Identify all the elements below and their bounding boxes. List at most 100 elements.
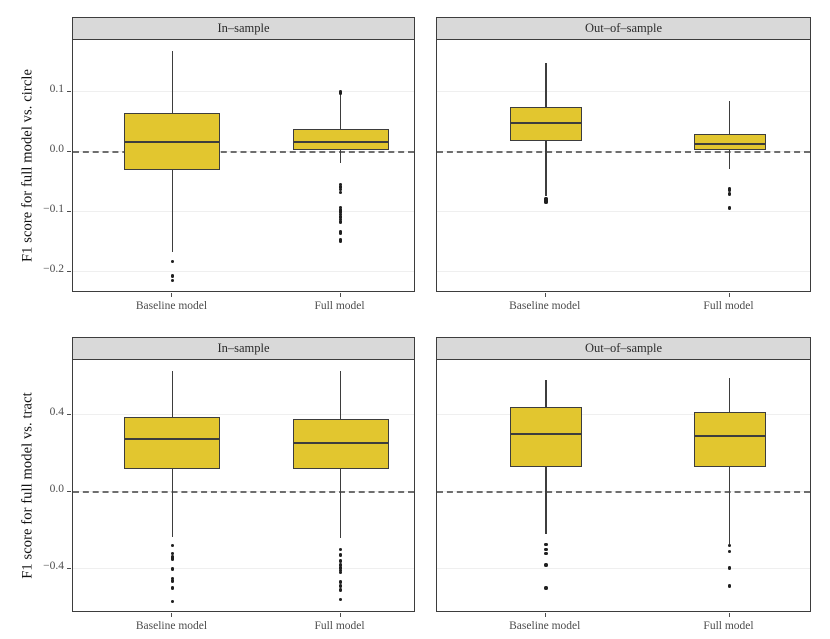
outlier-point	[543, 547, 548, 552]
y-tick-label: 0.0	[49, 482, 64, 495]
outlier-point	[170, 566, 175, 571]
gridline-minor	[73, 271, 414, 272]
outlier-point	[170, 586, 175, 590]
outlier-point	[543, 563, 548, 567]
plot-area	[72, 40, 415, 292]
x-tick-mark	[339, 613, 341, 617]
x-tick-mark	[171, 293, 173, 297]
outlier-point	[338, 553, 343, 558]
box-rect	[509, 106, 582, 142]
facet-strip-label: In–sample	[72, 17, 415, 40]
outlier-point	[338, 210, 343, 214]
plot-area	[436, 40, 811, 292]
median-line	[693, 142, 766, 145]
gridline-minor	[437, 271, 810, 272]
y-tick-mark	[67, 211, 71, 212]
outlier-point	[338, 185, 343, 189]
outlier-point	[727, 188, 732, 193]
x-tick-label: Baseline model	[509, 620, 581, 632]
box-rect	[693, 133, 766, 150]
outlier-point	[338, 568, 343, 573]
gridline-minor	[73, 211, 414, 212]
facet-panel: Out–of–sample	[436, 337, 811, 612]
outlier-point	[338, 212, 343, 217]
x-tick-mark	[544, 293, 546, 297]
x-tick-label: Full model	[703, 620, 754, 632]
outlier-point	[727, 565, 732, 570]
outlier-point	[338, 190, 343, 195]
median-line	[292, 140, 389, 144]
outlier-point	[338, 187, 343, 192]
outlier-point	[543, 197, 548, 201]
facet-panel: In–sample	[72, 17, 415, 292]
x-tick-label: Baseline model	[135, 620, 208, 632]
y-tick-label: 0.0	[49, 143, 64, 155]
outlier-point	[170, 557, 175, 561]
box-rect	[292, 129, 389, 150]
outlier-point	[338, 205, 343, 210]
box-rect	[124, 417, 221, 469]
outlier-point	[338, 220, 343, 224]
outlier-point	[727, 543, 732, 548]
outlier-point	[543, 586, 548, 590]
outlier-point	[338, 570, 343, 575]
outlier-point	[338, 565, 343, 570]
facet-strip-label: Out–of–sample	[436, 17, 811, 40]
outlier-point	[543, 542, 548, 547]
outlier-point	[170, 555, 175, 559]
outlier-point	[338, 231, 343, 235]
facet-panel: In–sample	[72, 337, 415, 612]
gridline-minor	[437, 413, 810, 415]
outlier-point	[170, 599, 175, 604]
outlier-point	[338, 588, 343, 592]
median-line	[509, 432, 582, 436]
outlier-point	[338, 182, 343, 187]
median-line	[292, 441, 389, 445]
y-tick-mark	[67, 151, 71, 152]
facet-panel: Out–of–sample	[436, 17, 811, 292]
x-tick-label: Full model	[314, 620, 365, 632]
y-axis-title-row-0: F1 score for full model vs. circle	[19, 68, 36, 263]
outlier-point	[338, 89, 343, 94]
whisker-line	[339, 91, 342, 163]
outlier-point	[338, 547, 343, 552]
box-rect	[509, 407, 582, 467]
y-tick-mark	[67, 271, 71, 272]
x-tick-label: Baseline model	[509, 300, 581, 312]
outlier-point	[170, 543, 175, 548]
outlier-point	[727, 549, 732, 554]
outlier-point	[170, 259, 175, 264]
y-tick-mark	[67, 91, 71, 92]
x-tick-mark	[171, 613, 173, 617]
y-tick-mark	[67, 413, 71, 415]
outlier-point	[338, 217, 343, 222]
outlier-point	[727, 206, 732, 210]
y-tick-mark	[67, 490, 71, 492]
zero-reference-line	[437, 490, 810, 493]
x-tick-label: Full model	[314, 300, 365, 312]
y-tick-label: −0.1	[43, 203, 64, 215]
facet-strip-label: Out–of–sample	[436, 337, 811, 360]
outlier-point	[170, 274, 175, 278]
median-line	[124, 438, 221, 441]
x-tick-mark	[728, 293, 730, 297]
outlier-point	[170, 576, 175, 581]
outlier-point	[727, 584, 732, 588]
facet-strip-label: In–sample	[72, 337, 415, 360]
plot-area	[72, 360, 415, 612]
gridline-minor	[73, 413, 414, 415]
box-rect	[693, 412, 766, 468]
zero-reference-line	[437, 151, 810, 153]
outlier-point	[543, 551, 548, 556]
outlier-point	[338, 215, 343, 219]
outlier-point	[338, 580, 343, 584]
gridline-minor	[437, 211, 810, 212]
x-tick-mark	[544, 613, 546, 617]
y-tick-label: 0.1	[49, 83, 64, 95]
zero-reference-line	[73, 490, 414, 493]
outlier-point	[543, 200, 548, 204]
y-tick-label: 0.4	[49, 405, 64, 418]
zero-reference-line	[73, 151, 414, 153]
outlier-point	[338, 239, 343, 244]
